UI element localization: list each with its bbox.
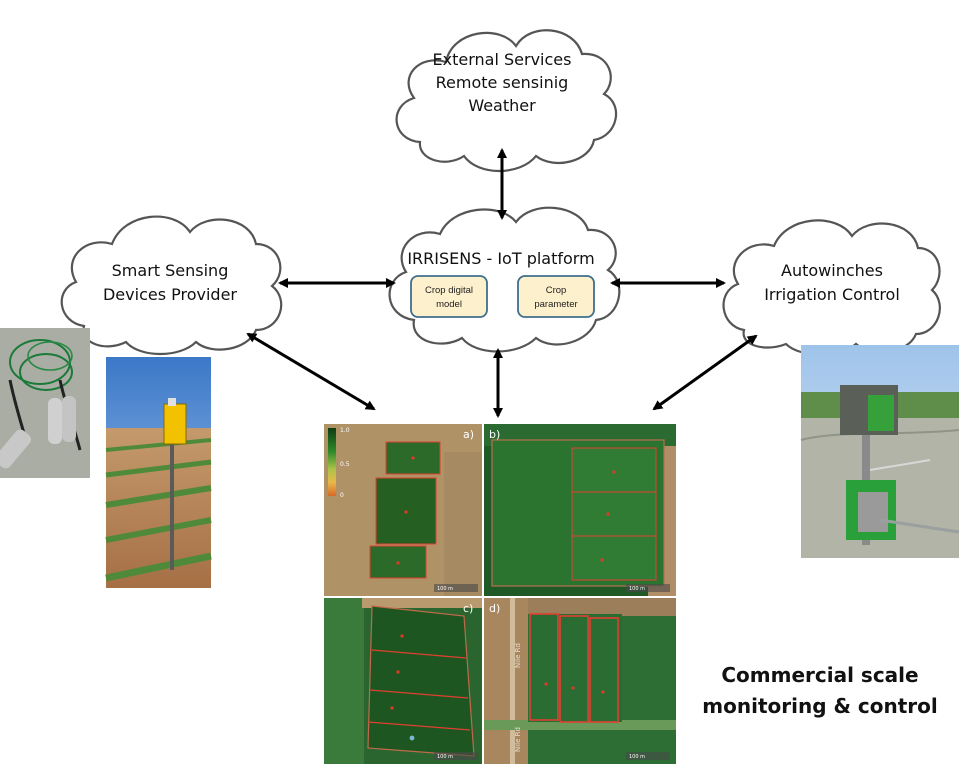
caption-line-2: monitoring & control <box>702 694 938 718</box>
crop-model-line-2: model <box>436 299 462 310</box>
field-sensor-photo <box>105 357 212 588</box>
sensing-line-2: Devices Provider <box>103 285 237 304</box>
panel-label-b: b) <box>489 428 500 441</box>
arrow-autowinches-maps <box>652 334 758 411</box>
road-label-1: Nile Rd <box>514 643 522 668</box>
arrow-sensing-maps <box>246 332 376 411</box>
cloud-smart-sensing: Smart Sensing Devices Provider <box>60 215 283 356</box>
soil-sensor-photo <box>0 328 90 478</box>
external-line-3: Weather <box>468 96 536 115</box>
legend-min: 0 <box>340 492 344 499</box>
platform-title: IRRISENS - IoT platform <box>407 249 594 268</box>
crop-model-line-1: Crop digital <box>425 285 473 296</box>
legend-mid: 0.5 <box>340 461 350 468</box>
map-panels: 1.0 0.5 0 a) 100 m b) 100 m <box>324 424 676 764</box>
arrows <box>246 148 758 418</box>
cloud-external-services: External Services Remote sensinig Weathe… <box>395 29 618 173</box>
autowinch-photo <box>800 345 960 558</box>
autowinches-line-2: Irrigation Control <box>764 285 900 304</box>
crop-parameter-box[interactable]: Crop parameter <box>517 275 595 318</box>
caption-commercial-scale: Commercial scale monitoring & control <box>690 660 950 722</box>
crop-param-line-1: Crop <box>546 285 567 296</box>
panel-label-a: a) <box>463 428 474 441</box>
cloud-autowinches: Autowinches Irrigation Control <box>722 219 941 356</box>
crop-digital-model-box[interactable]: Crop digital model <box>410 275 488 318</box>
legend-max: 1.0 <box>340 427 350 434</box>
sensing-line-1: Smart Sensing <box>112 261 229 280</box>
external-line-1: External Services <box>433 50 572 69</box>
panel-d-scale: 100 m <box>629 754 645 760</box>
autowinches-line-1: Autowinches <box>781 261 883 280</box>
crop-param-line-2: parameter <box>534 299 577 310</box>
panel-b-scale: 100 m <box>629 586 645 592</box>
caption-line-1: Commercial scale <box>721 663 919 687</box>
map-panel-b: b) 100 m <box>484 424 676 596</box>
map-panel-c: c) 100 m <box>324 598 482 764</box>
cloud-iot-platform: IRRISENS - IoT platform Crop digital mod… <box>388 206 621 353</box>
map-panel-a: 1.0 0.5 0 a) 100 m <box>324 424 482 596</box>
road-label-2: Nile Rd <box>514 727 522 752</box>
external-line-2: Remote sensinig <box>436 73 569 92</box>
panel-label-d: d) <box>489 602 500 615</box>
panel-a-scale: 100 m <box>437 586 453 592</box>
panel-label-c: c) <box>463 602 473 615</box>
legend-colorbar <box>328 428 336 496</box>
panel-c-scale: 100 m <box>437 754 453 760</box>
map-panel-d: Nile Rd Nile Rd d) 100 m <box>484 598 676 764</box>
